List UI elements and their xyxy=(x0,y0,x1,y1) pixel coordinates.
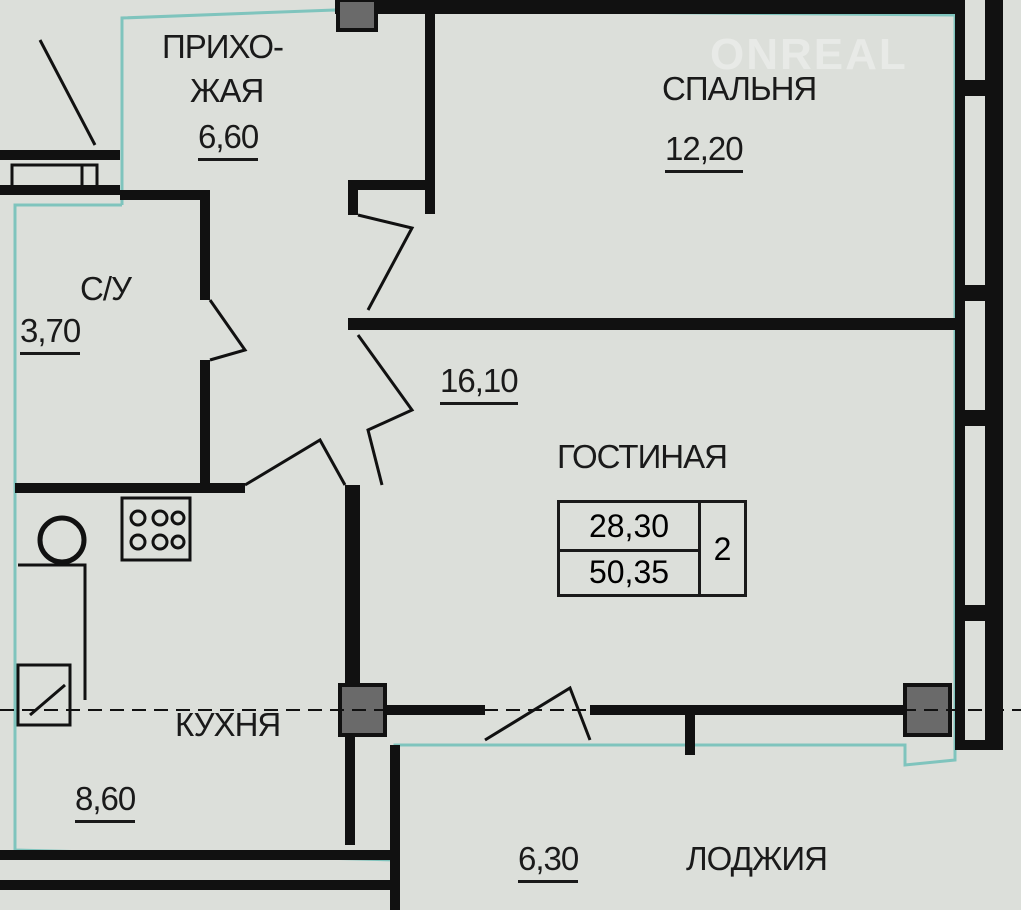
bathroom-name: С/У xyxy=(80,270,132,307)
apartment-outline xyxy=(13,8,957,862)
bathroom-area: 3,70 xyxy=(20,312,81,355)
loggia-name: ЛОДЖИЯ xyxy=(686,840,828,877)
hallway-name-2: ЖАЯ xyxy=(190,72,264,109)
corridor-area: 16,10 xyxy=(440,362,519,405)
kitchen-area: 8,60 xyxy=(75,780,136,823)
stove-icon xyxy=(120,496,192,562)
divider xyxy=(698,503,701,594)
hallway-area: 6,60 xyxy=(198,118,259,161)
loggia-area: 6,30 xyxy=(518,840,579,883)
bedroom-area: 12,20 xyxy=(665,130,744,173)
sink-icon xyxy=(37,515,87,565)
total-area: 50,35 xyxy=(588,554,670,590)
watermark: ONREAL xyxy=(710,30,908,79)
room-count: 2 xyxy=(713,531,732,567)
area-summary-box: 28,30 50,35 2 xyxy=(557,500,747,597)
bedroom-name: СПАЛЬНЯ xyxy=(662,70,817,107)
kitchen-name: КУХНЯ xyxy=(175,706,281,743)
living-name: ГОСТИНАЯ xyxy=(557,438,728,475)
hallway-name-1: ПРИХО- xyxy=(162,28,284,65)
columns xyxy=(336,0,952,737)
living-area: 28,30 xyxy=(560,503,698,552)
door-swings xyxy=(38,39,592,742)
fixtures xyxy=(10,163,192,727)
